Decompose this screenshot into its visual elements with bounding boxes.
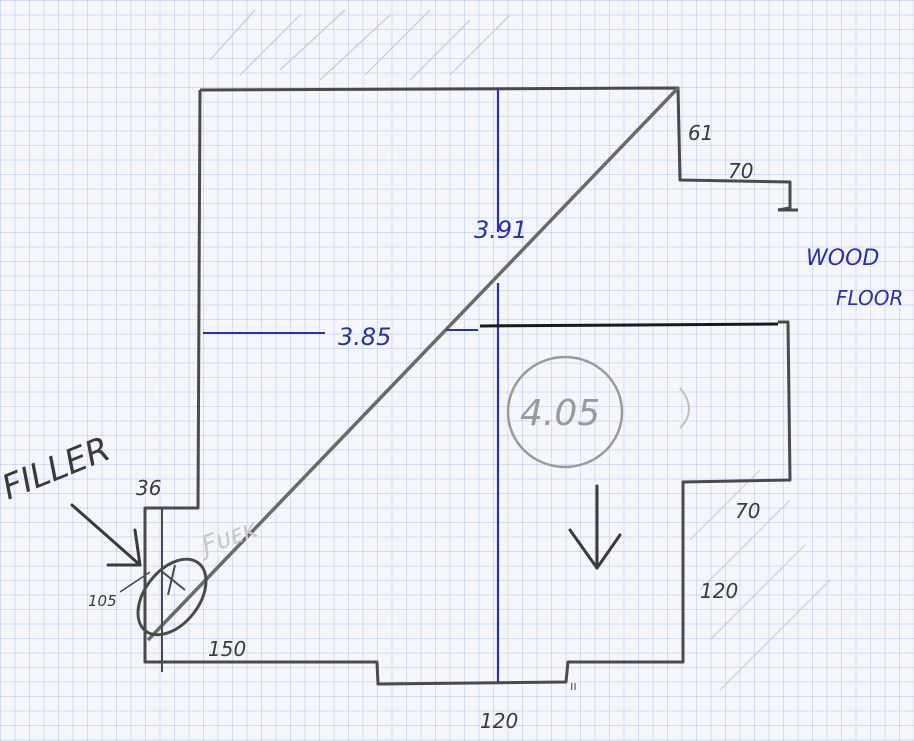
label-filler: FILLER	[0, 429, 116, 508]
cross-mark	[159, 564, 186, 596]
label-right-mid: 70	[735, 499, 760, 523]
label-bottom-mid: 120	[480, 709, 518, 733]
small-leader	[119, 571, 151, 593]
tiny-mark: ıı	[570, 679, 577, 693]
area-circle	[506, 355, 624, 469]
label-wood: WOOD	[806, 246, 879, 271]
label-floor: FLOOR	[836, 286, 903, 310]
label-bottom-left: 150	[208, 637, 246, 661]
diagonal-line	[146, 86, 680, 642]
down-arrow	[568, 484, 622, 570]
room-outline	[143, 86, 792, 686]
label-top-right-b: 70	[728, 159, 753, 183]
label-right-low: 120	[700, 579, 738, 603]
label-left-small: 105	[88, 592, 117, 610]
hatching-top	[209, 9, 511, 81]
label-circle-area: 4.05	[520, 393, 600, 434]
label-top-right-a: 61	[688, 121, 713, 145]
filler-arrow	[70, 503, 142, 567]
faint-mark	[679, 387, 690, 429]
filler-ellipse	[136, 557, 208, 637]
label-horiz-dim: 3.85	[338, 323, 391, 351]
horizontal-dark-line	[479, 322, 779, 328]
label-left-notch: 36	[136, 476, 161, 500]
label-diag-long: 3.91	[474, 216, 527, 244]
